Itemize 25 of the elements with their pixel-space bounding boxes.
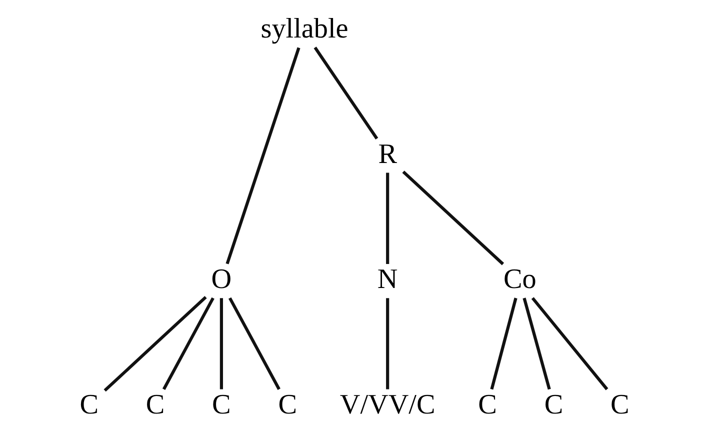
node-text: C xyxy=(79,389,98,420)
connector xyxy=(162,297,214,390)
node-text: N xyxy=(376,264,398,296)
node-text: C xyxy=(145,389,164,420)
node-text: syllable xyxy=(260,14,348,45)
connector xyxy=(228,297,280,390)
connector xyxy=(386,298,389,390)
connector xyxy=(225,47,300,264)
connector xyxy=(219,298,222,390)
node-text: C xyxy=(278,389,297,420)
node-text: V/VV/C xyxy=(339,389,435,420)
connector xyxy=(386,172,389,264)
connector xyxy=(402,170,504,266)
connector xyxy=(530,297,608,390)
node-text: O xyxy=(210,264,232,296)
connector xyxy=(103,296,206,392)
node-text: C xyxy=(610,389,629,420)
node-text: C xyxy=(478,389,496,420)
node-text: Co xyxy=(503,264,536,296)
node-text: C xyxy=(544,389,563,420)
node-text: C xyxy=(212,389,230,420)
node-text: R xyxy=(378,138,396,170)
connector xyxy=(490,298,517,390)
connector xyxy=(522,298,550,390)
connector xyxy=(313,46,378,140)
